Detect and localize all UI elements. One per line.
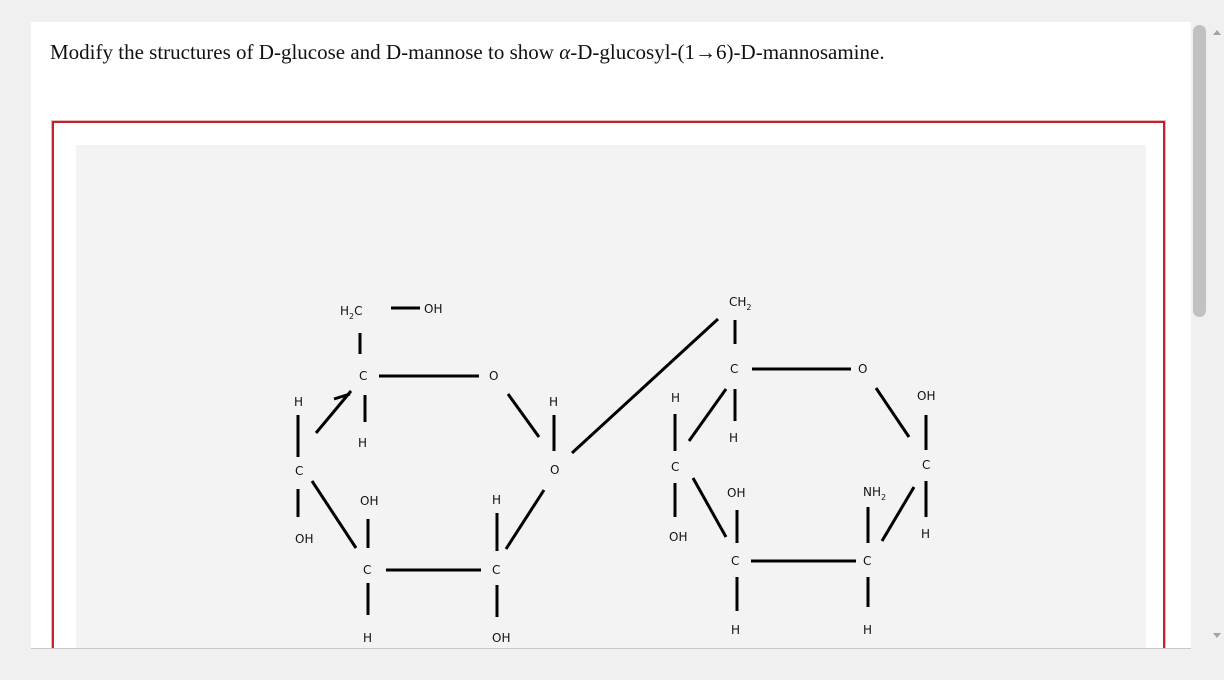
scroll-down-arrow-icon[interactable] [1213, 633, 1221, 638]
atom-oh[interactable]: OH [492, 631, 510, 645]
atom-oh[interactable]: OH [917, 389, 935, 403]
atom-nh2[interactable]: NH2 [863, 485, 886, 502]
atom-c[interactable]: C [359, 369, 367, 383]
atom-oh[interactable]: OH [360, 494, 378, 508]
atom-h[interactable]: H [492, 493, 501, 507]
atom-ring-o[interactable]: O [489, 369, 498, 383]
atom-oh[interactable]: OH [669, 530, 687, 544]
atom-glycosidic-o[interactable]: O [550, 463, 559, 477]
question-part: -mannose to show [401, 40, 560, 64]
bond-c4-c5-diagonal[interactable] [314, 390, 353, 434]
bonds[interactable] [296, 306, 928, 617]
atom-h[interactable]: H [863, 623, 872, 637]
atom-h[interactable]: H [363, 631, 372, 645]
question-part: -glucosyl-(1→6)- [592, 40, 741, 64]
question-part: Modify the structures of [50, 40, 259, 64]
scroll-up-arrow-icon[interactable] [1213, 30, 1221, 35]
question-text: Modify the structures of D-glucose and D… [50, 40, 885, 65]
d-prefix: D [740, 40, 756, 64]
bond-c4-c3[interactable] [310, 480, 358, 549]
atom-c[interactable]: C [492, 563, 500, 577]
atom-c[interactable]: C [730, 362, 738, 376]
atom-h[interactable]: H [731, 623, 740, 637]
atom-ring-o[interactable]: O [858, 362, 867, 376]
atom-oh[interactable]: OH [295, 532, 313, 546]
scrollbar-thumb[interactable] [1193, 25, 1206, 317]
question-part: -mannosamine. [755, 40, 885, 64]
alpha-symbol: α [559, 40, 571, 64]
atom-h[interactable]: H [358, 436, 367, 450]
question-part: - [570, 40, 578, 64]
atom-c[interactable]: C [363, 563, 371, 577]
atom-c[interactable]: C [922, 458, 930, 472]
d-prefix: D [577, 40, 593, 64]
bond-c2-c1[interactable] [504, 489, 546, 550]
bond-c4-c3[interactable] [691, 477, 728, 538]
atom-h[interactable]: H [729, 431, 738, 445]
structure-editor[interactable]: H2C OH C H O H C OH OH C H H C OH H O CH… [51, 120, 1166, 649]
bond-c5-c4[interactable] [687, 388, 728, 442]
atom-h[interactable]: H [921, 527, 930, 541]
structure-drawing[interactable]: H2C OH C H O H C OH OH C H H C OH H O CH… [76, 145, 1146, 649]
atom-c[interactable]: C [295, 464, 303, 478]
atom-h[interactable]: H [671, 391, 680, 405]
bond-c2-c1[interactable] [880, 486, 916, 542]
vertical-scrollbar[interactable] [1191, 22, 1208, 648]
atom-h2c[interactable]: H2C [340, 304, 363, 321]
drawing-canvas[interactable]: H2C OH C H O H C OH OH C H H C OH H O CH… [76, 145, 1146, 649]
atom-oh[interactable]: OH [727, 486, 745, 500]
atom-c[interactable]: C [671, 460, 679, 474]
question-card: Modify the structures of D-glucose and D… [31, 22, 1191, 649]
d-prefix: D [385, 40, 402, 64]
atom-ch2[interactable]: CH2 [729, 295, 752, 312]
d-prefix: D [258, 40, 274, 64]
atom-h[interactable]: H [549, 395, 558, 409]
atom-c[interactable]: C [731, 554, 739, 568]
bond-glycosidic[interactable] [570, 317, 720, 455]
atom-oh[interactable]: OH [424, 302, 442, 316]
atom-c[interactable]: C [863, 554, 871, 568]
question-part: -glucose and [273, 40, 386, 64]
bond-ring-o-c1[interactable] [874, 387, 911, 438]
bond-ring-o-c1[interactable] [506, 393, 541, 438]
atom-h[interactable]: H [294, 395, 303, 409]
